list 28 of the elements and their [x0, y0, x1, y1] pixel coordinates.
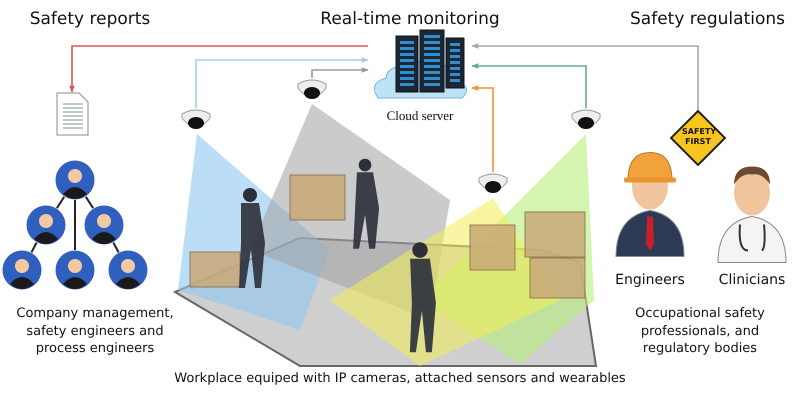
- arrow: [195, 57, 369, 108]
- person-avatar: [55, 160, 95, 200]
- arrow: [471, 63, 587, 108]
- person-avatar: [26, 205, 66, 245]
- safety-sign: SAFETY FIRST: [670, 110, 726, 166]
- arrow: [471, 43, 699, 110]
- arrow: [471, 85, 494, 172]
- person-avatar: [108, 250, 148, 290]
- person-avatar: [2, 250, 42, 290]
- caption-text: Workplace equiped with IP cameras, attached sensors and wearables: [173, 370, 627, 388]
- node-label: Clinicians: [718, 272, 786, 288]
- connector-line: [112, 242, 120, 253]
- caption-text: Company management, safety engineers and process engineers: [15, 305, 175, 358]
- node-label: Engineers: [614, 272, 686, 288]
- section-heading: Real-time monitoring: [319, 8, 501, 31]
- connector-line: [74, 200, 76, 250]
- node-label: Cloud server: [386, 108, 454, 124]
- person-avatar: [55, 250, 95, 290]
- person-avatar: [84, 205, 124, 245]
- section-heading: Safety regulations: [629, 8, 786, 31]
- document-icon: [55, 92, 89, 136]
- arrow: [69, 45, 368, 93]
- connector-line: [30, 242, 38, 253]
- section-heading: Safety reports: [28, 8, 152, 31]
- connector-line: [85, 196, 94, 209]
- caption-text: Occupational safety professionals, and regulatory bodies: [634, 305, 766, 358]
- arrow: [311, 67, 369, 78]
- connector-line: [56, 196, 65, 209]
